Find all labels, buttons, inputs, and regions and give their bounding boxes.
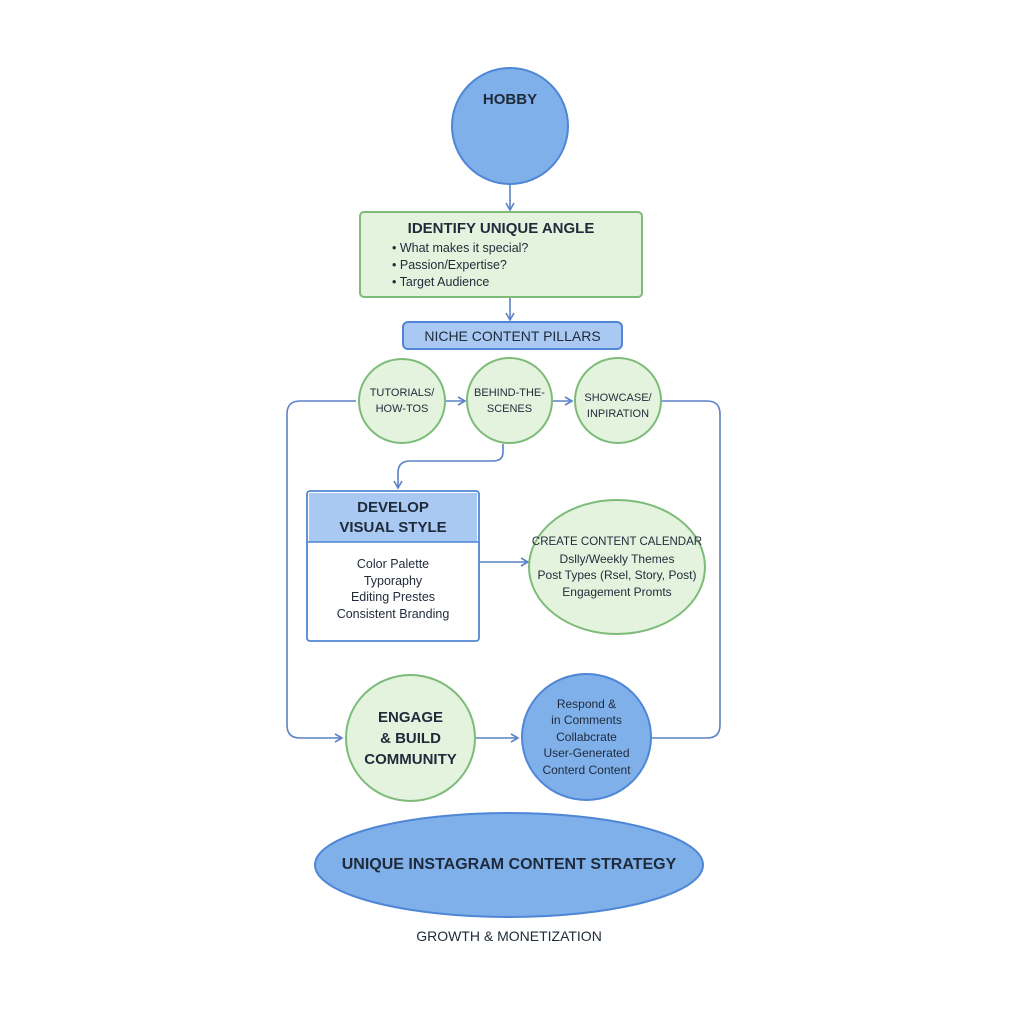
visual-style-title: VISUAL STYLE bbox=[339, 518, 447, 536]
tutorials-line: TUTORIALS/ bbox=[369, 387, 435, 399]
angle-bullet: • What makes it special? bbox=[392, 241, 529, 255]
hobby-node: HOBBY bbox=[451, 67, 569, 185]
calendar-item: Engagement Promts bbox=[562, 584, 672, 599]
strategy-node: UNIQUE INSTAGRAM CONTENT STRATEGY bbox=[315, 813, 703, 917]
angle-title: IDENTIFY UNIQUE ANGLE bbox=[407, 220, 595, 237]
visual-style-item: Typoraphy bbox=[363, 573, 423, 588]
angle-box bbox=[359, 211, 643, 298]
visual-style-items: Color Palette Typoraphy Editing Prestes … bbox=[307, 556, 479, 636]
strategy-ellipse bbox=[314, 812, 704, 918]
engage-node: ENGAGE & BUILD COMMUNITY bbox=[345, 674, 476, 802]
behind-line: BEHIND-THE- bbox=[474, 386, 545, 399]
angle-bullet-list: • What makes it special? • Passion/Exper… bbox=[392, 240, 528, 291]
arrow-behind-to-visual-style bbox=[393, 444, 504, 490]
visual-style-header-text: DEVELOP VISUAL STYLE bbox=[307, 493, 479, 542]
visual-style-item: Editing Prestes bbox=[350, 590, 436, 604]
calendar-item: Post Types (Rsel, Story, Post) bbox=[537, 568, 697, 582]
behind-scenes-node: BEHIND-THE- SCENES bbox=[466, 357, 553, 444]
loop-left-connector bbox=[286, 400, 356, 743]
respond-line: in Comments bbox=[551, 713, 622, 728]
showcase-line: SHOWCASE/ bbox=[584, 391, 652, 404]
respond-line: Conterd Content bbox=[542, 762, 631, 777]
angle-content: IDENTIFY UNIQUE ANGLE • What makes it sp… bbox=[360, 212, 642, 297]
hobby-title: HOBBY bbox=[482, 91, 538, 108]
engage-line: COMMUNITY bbox=[364, 750, 457, 768]
visual-style-item: Color Palette bbox=[356, 557, 430, 571]
angle-bullet: • Target Audience bbox=[392, 275, 490, 289]
showcase-node: SHOWCASE/ INPIRATION bbox=[574, 357, 662, 444]
engage-line: & BUILD bbox=[380, 729, 441, 747]
respond-line: Collabcrate bbox=[556, 729, 617, 744]
calendar-ellipse bbox=[528, 499, 706, 635]
tutorials-line: HOW-TOS bbox=[375, 403, 429, 415]
pillars-bar bbox=[402, 321, 623, 350]
calendar-item: Dslly/Weekly Themes bbox=[559, 551, 675, 566]
visual-style-title: DEVELOP bbox=[357, 498, 429, 516]
visual-style-item: Consistent Branding bbox=[336, 606, 450, 621]
respond-line: User-Generated bbox=[543, 746, 630, 761]
loop-right-connector bbox=[652, 400, 721, 739]
tutorials-node: TUTORIALS/ HOW-TOS bbox=[358, 358, 446, 444]
respond-line: Respond & bbox=[556, 696, 617, 711]
calendar-content: CREATE CONTENT CALENDAR Dslly/Weekly The… bbox=[529, 500, 705, 634]
engage-line: ENGAGE bbox=[377, 708, 443, 726]
behind-line: SCENES bbox=[486, 402, 533, 415]
respond-node: Respond & in Comments Collabcrate User-G… bbox=[521, 673, 652, 801]
showcase-line: INPIRATION bbox=[586, 407, 650, 420]
calendar-title: CREATE CONTENT CALENDAR bbox=[531, 536, 703, 548]
visual-style-header bbox=[309, 493, 477, 542]
angle-bullet: • Passion/Expertise? bbox=[392, 258, 507, 272]
footer-label: GROWTH & MONETIZATION bbox=[416, 928, 602, 944]
pillars-label: NICHE CONTENT PILLARS bbox=[424, 327, 601, 344]
strategy-title: UNIQUE INSTAGRAM CONTENT STRATEGY bbox=[341, 856, 677, 873]
